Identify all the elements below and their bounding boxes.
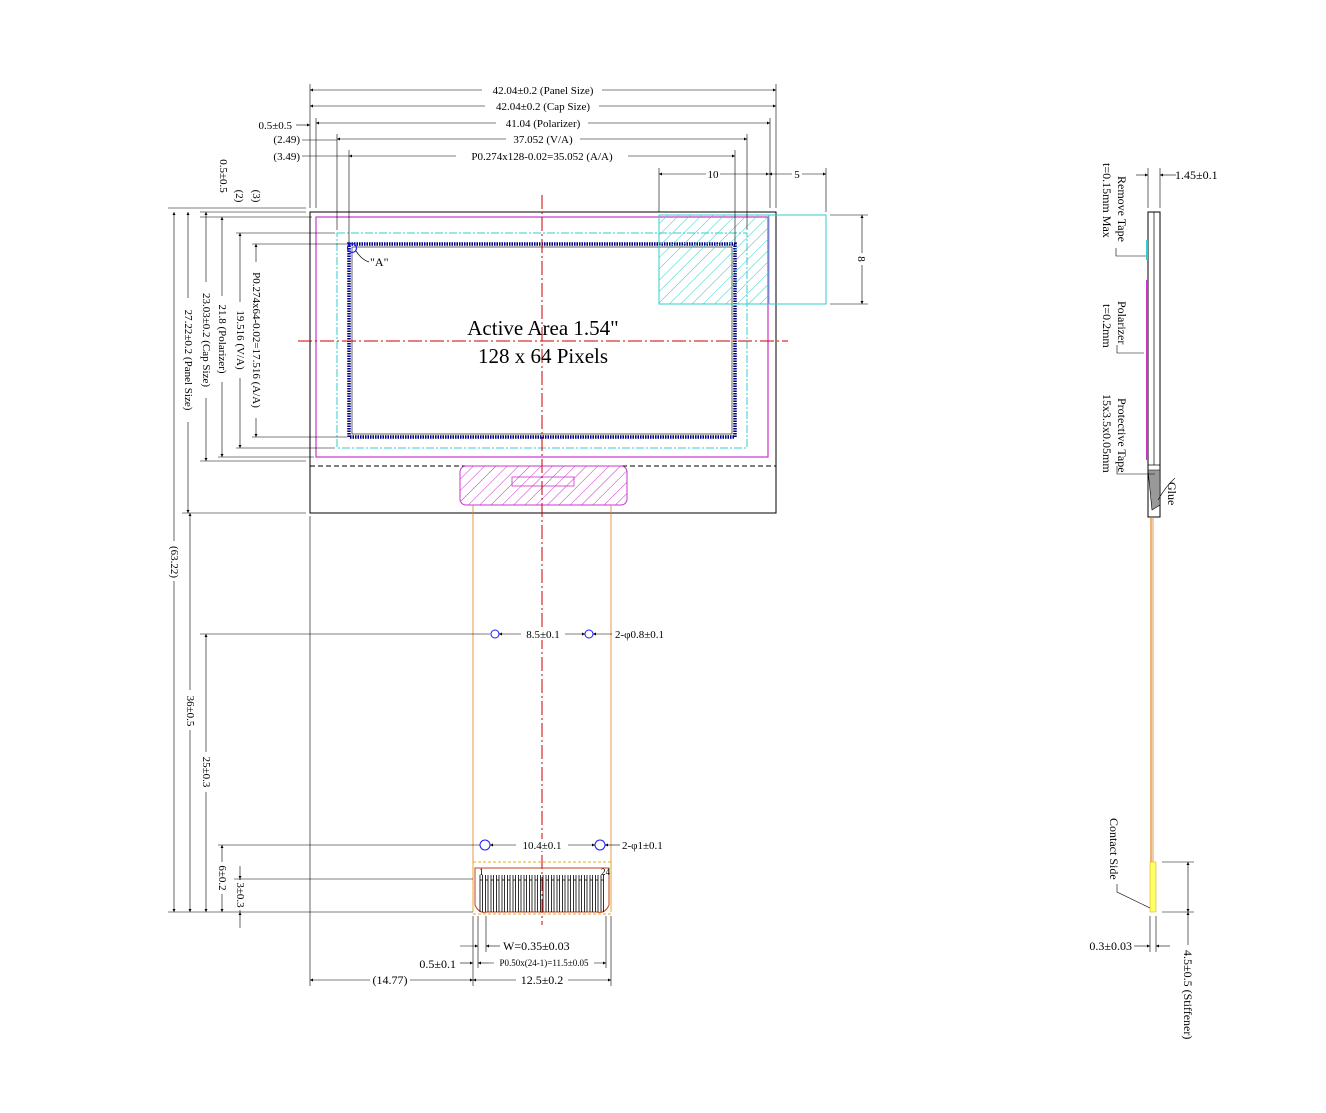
cap-height-dim: 23.03±0.2 (Cap Size) [200, 293, 212, 387]
fpc-width-dim: 12.5±0.2 [521, 973, 564, 987]
panel-height-dim: 27.22±0.2 (Panel Size) [182, 310, 194, 411]
aa-height-dim: P0.274x64-0.02=17.516 (A/A) [250, 272, 262, 408]
hole-1b [584, 629, 594, 639]
side-thickness-dim: 1.45±0.1 [1175, 168, 1218, 182]
remove-tape-thickness: t=0.15mm Max [1100, 163, 1114, 238]
pin-edge-dim: 0.5±0.1 [419, 957, 456, 971]
polarizer-height-dim: 21.8 (Polarizer) [216, 304, 228, 373]
hole-1a [490, 629, 500, 639]
hole-dimension-lines [490, 632, 620, 847]
polarizer-label: Polarizer [1115, 301, 1129, 344]
panel-width-dim: 42.04±0.2 (Panel Size) [493, 85, 594, 97]
tape-width-5: 5 [794, 169, 800, 181]
stiffener-hole-dim: 3±0.3 [234, 882, 246, 908]
marker-a-leader [355, 250, 370, 263]
ic-bonding-area [459, 465, 628, 506]
marker-a-circle [346, 242, 358, 254]
pin-width-dim: W=0.35±0.03 [503, 939, 570, 953]
remove-tape-area [658, 214, 770, 305]
glue-leader [1157, 477, 1176, 501]
glue-label: Glue [1165, 482, 1179, 505]
hole2-pitch-dim: 10.4±0.1 [522, 840, 561, 852]
protective-tape-size: 15x3.5x0.05mm [1100, 394, 1114, 473]
protective-tape-label: Protective Tape [1115, 398, 1129, 473]
polarizer-width-dim: 41.04 (Polarizer) [506, 118, 581, 130]
remove-tape-label: Remove Tape [1115, 176, 1129, 242]
contact-side-label: Contact Side [1107, 818, 1121, 880]
active-area-title: Active Area 1.54" [467, 316, 618, 340]
polarizer-thickness: t=0.2mm [1100, 304, 1114, 348]
cap-width-dim: 42.04±0.2 (Cap Size) [496, 101, 590, 113]
tape-height-8: 8 [855, 256, 867, 262]
bottom-dimension-lines [309, 516, 612, 986]
active-area-pixels: 128 x 64 Pixels [478, 344, 608, 368]
left-offset-2: (2.49) [273, 134, 300, 146]
hole1-pitch-dim: 8.5±0.1 [526, 629, 560, 641]
marker-a-label: "A" [370, 255, 389, 269]
driver-ic [511, 476, 575, 487]
fpc-length-dim: 36±0.5 [184, 696, 196, 727]
va-width-dim: 37.052 (V/A) [513, 134, 573, 146]
top-offset-1: 0.5±0.5 [217, 159, 229, 193]
side-view [1146, 211, 1161, 913]
hole-2a [479, 839, 491, 851]
tape-width-10: 10 [708, 169, 720, 181]
total-height-dim: (63.22) [168, 546, 180, 578]
fpc-thickness-dim: 0.3±0.03 [1089, 939, 1132, 953]
hole2-dia-dim: 2-φ1±0.1 [622, 840, 663, 852]
left-offset-1: 0.5±0.5 [258, 120, 292, 132]
hole-2b [594, 839, 606, 851]
fpc-cable [472, 505, 612, 915]
va-height-dim: 19.516 (V/A) [234, 310, 246, 370]
pin-1-label: 1 [479, 867, 484, 877]
side-view-dimension-lines [1115, 168, 1194, 952]
fpc-offset-dim: (14.77) [373, 973, 408, 987]
top-offset-2: (2) [233, 190, 245, 203]
hole2-height-dim: 6±0.2 [216, 865, 228, 890]
hole1-dia-dim: 2-φ0.8±0.1 [615, 629, 664, 641]
pin-pitch-dim: P0.50x(24-1)=11.5±0.05 [500, 958, 589, 968]
stiffener-dim: 4.5±0.5 (Stiffener) [1181, 950, 1195, 1039]
remove-tape-tab [768, 214, 827, 305]
left-offset-3: (3.49) [273, 151, 300, 163]
top-offset-3: (3) [250, 190, 262, 203]
aa-width-dim: P0.274x128-0.02=35.052 (A/A) [471, 151, 613, 163]
hole1-height-dim: 25±0.3 [200, 757, 212, 788]
pin-24-label: 24 [601, 867, 611, 877]
